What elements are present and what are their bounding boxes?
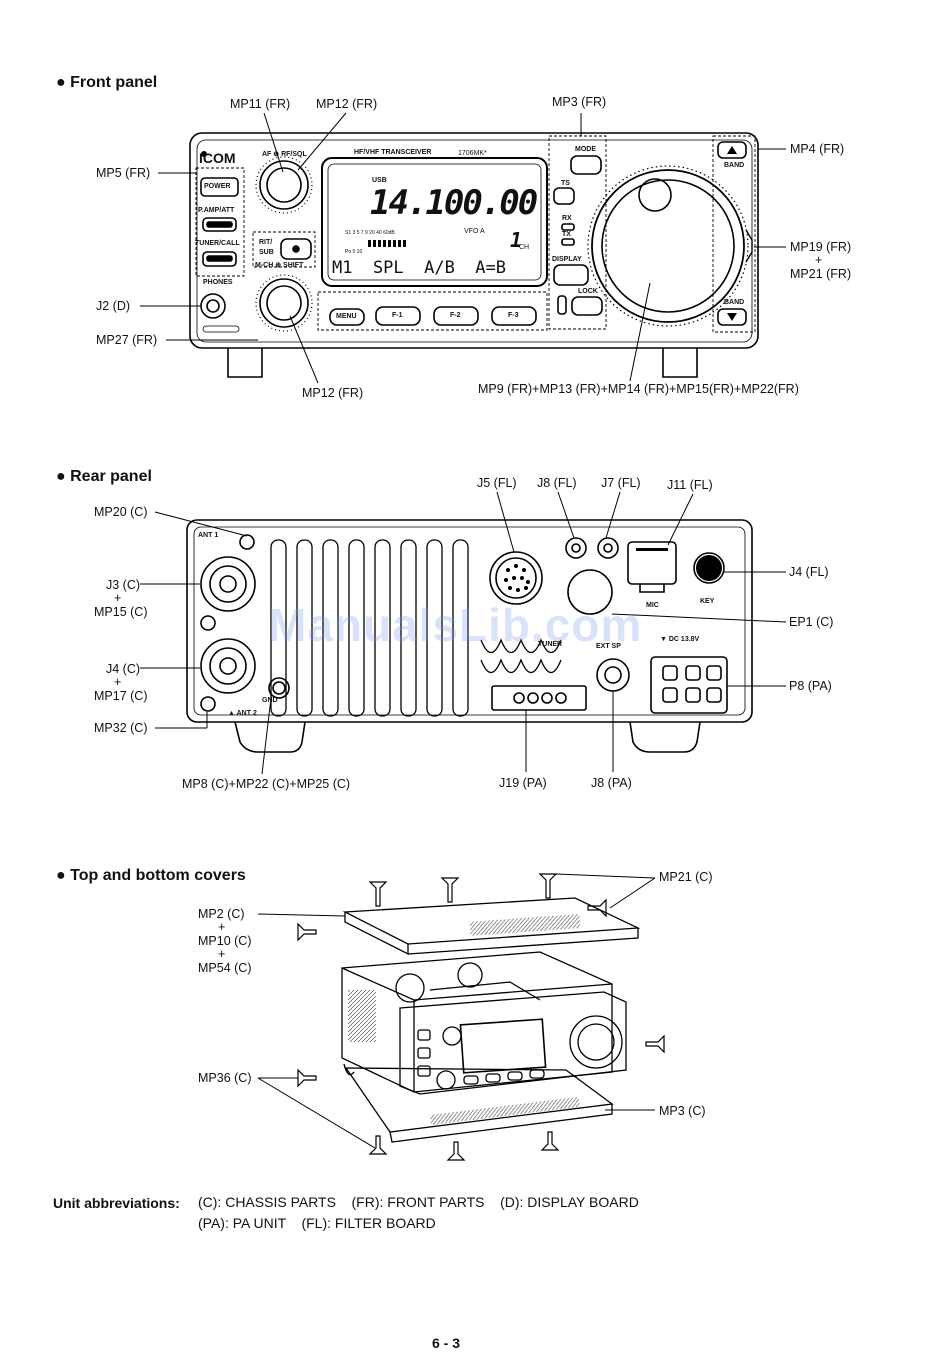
label-p8: P8 (PA) bbox=[789, 679, 832, 693]
rit-label: RIT/ SUB bbox=[259, 239, 274, 256]
menu-button-label: MENU bbox=[336, 313, 357, 320]
band-up-label: BAND bbox=[724, 162, 745, 169]
label-plus-j4: + bbox=[114, 675, 122, 689]
front-leader-lines bbox=[140, 112, 786, 384]
label-mp8-group: MP8 (C)+MP22 (C)+MP25 (C) bbox=[182, 777, 351, 791]
ts-label: TS bbox=[561, 180, 570, 187]
dc-label: ▼ DC 13.8V bbox=[660, 636, 700, 643]
lock-label: LOCK bbox=[578, 288, 598, 295]
label-mp9-group: MP9 (FR)+MP13 (FR)+MP14 (FR)+MP15(FR)+MP… bbox=[478, 382, 799, 396]
page-number: 6 - 3 bbox=[432, 1335, 461, 1351]
tuner-button-label: TUNER/CALL bbox=[195, 240, 240, 247]
label-plus-mp2: + bbox=[218, 920, 226, 934]
f3-button-label: F-3 bbox=[508, 312, 519, 319]
label-mp11: MP11 (FR) bbox=[230, 97, 291, 111]
lcd-meter-scale: S1 3 5 7 9 20 40 60dB bbox=[345, 230, 395, 236]
f2-button-label: F-2 bbox=[450, 312, 461, 319]
label-j5: J5 (FL) bbox=[477, 476, 517, 490]
icom-logo: ICOM bbox=[199, 150, 236, 166]
ant2-label: ▲ ANT 2 bbox=[228, 710, 257, 717]
key-label: KEY bbox=[700, 598, 715, 605]
pamp-button-label: P.AMP/ATT bbox=[198, 207, 235, 214]
covers-drawing bbox=[297, 873, 665, 1161]
knob-af-label: AF ⊕ RF/SQL bbox=[262, 151, 307, 158]
label-plus-fr: + bbox=[815, 253, 823, 267]
tuner-label: TUNER bbox=[538, 641, 563, 648]
lcd-frequency: 14.100.00 bbox=[370, 183, 538, 223]
label-mp36: MP36 (C) bbox=[198, 1071, 252, 1085]
rear-panel-heading: ● Rear panel bbox=[56, 468, 152, 485]
lcd-vfo: VFO A bbox=[464, 228, 485, 235]
label-mp27: MP27 (FR) bbox=[96, 333, 158, 347]
label-j8-fl: J8 (FL) bbox=[537, 476, 577, 490]
front-panel-drawing bbox=[189, 132, 759, 378]
front-panel-glyphs bbox=[201, 146, 737, 321]
lcd-mode: USB bbox=[372, 177, 387, 184]
ant1-label: ANT 1 bbox=[198, 532, 219, 539]
label-mp54: MP54 (C) bbox=[198, 961, 252, 975]
label-mp21-fr: MP21 (FR) bbox=[790, 267, 852, 281]
rear-panel-title: Rear panel bbox=[70, 468, 152, 485]
tx-label: TX bbox=[562, 231, 571, 238]
label-j19: J19 (PA) bbox=[499, 776, 547, 790]
abbreviations-line-1: (C): CHASSIS PARTS (FR): FRONT PARTS (D)… bbox=[198, 1194, 639, 1210]
band-down-label: BAND bbox=[724, 299, 745, 306]
label-j4-fl: J4 (FL) bbox=[789, 565, 829, 579]
label-j3: J3 (C) bbox=[106, 578, 141, 592]
label-plus-mp10: + bbox=[218, 947, 226, 961]
label-j7: J7 (FL) bbox=[601, 476, 641, 490]
label-mp4: MP4 (FR) bbox=[790, 142, 845, 156]
label-ep1: EP1 (C) bbox=[789, 615, 834, 629]
gnd-label: GND bbox=[262, 697, 278, 704]
lcd-channel: 1 bbox=[510, 228, 523, 252]
mode-label: MODE bbox=[575, 146, 596, 153]
knob-mch-label: M-CH ⊕ SHIFT bbox=[255, 262, 304, 269]
label-mp12-top: MP12 (FR) bbox=[316, 97, 378, 111]
f1-button-label: F-1 bbox=[392, 312, 403, 319]
display-label: DISPLAY bbox=[552, 256, 582, 263]
label-mp19: MP19 (FR) bbox=[790, 240, 852, 254]
rear-panel-drawing bbox=[186, 519, 753, 753]
front-panel-heading: ● Front panel bbox=[56, 74, 158, 91]
power-button-label: POWER bbox=[204, 183, 231, 190]
rear-connector-pins bbox=[504, 548, 722, 592]
label-mp3-fr: MP3 (FR) bbox=[552, 95, 607, 109]
label-mp5: MP5 (FR) bbox=[96, 166, 151, 180]
label-mp12-bottom: MP12 (FR) bbox=[302, 386, 364, 400]
rx-label: RX bbox=[562, 215, 572, 222]
label-plus-j3: + bbox=[114, 591, 122, 605]
label-mp2: MP2 (C) bbox=[198, 907, 245, 921]
label-j11: J11 (FL) bbox=[667, 478, 713, 492]
phones-label: PHONES bbox=[203, 279, 233, 286]
covers-title: Top and bottom covers bbox=[70, 867, 246, 884]
label-mp15: MP15 (C) bbox=[94, 605, 148, 619]
label-mp3-c: MP3 (C) bbox=[659, 1104, 706, 1118]
watermark: ManualsLib.com bbox=[268, 599, 643, 651]
covers-leader-lines bbox=[257, 873, 656, 1149]
label-mp10: MP10 (C) bbox=[198, 934, 252, 948]
label-mp32: MP32 (C) bbox=[94, 721, 148, 735]
lcd-ch: CH bbox=[519, 244, 530, 251]
abbreviations-line-2: (PA): PA UNIT (FL): FILTER BOARD bbox=[198, 1215, 436, 1231]
label-mp17: MP17 (C) bbox=[94, 689, 148, 703]
label-j4-c: J4 (C) bbox=[106, 662, 141, 676]
mic-label: MIC bbox=[646, 602, 659, 609]
ext-sp-label: EXT SP bbox=[596, 643, 621, 650]
covers-heading: ● Top and bottom covers bbox=[56, 867, 246, 884]
label-j2: J2 (D) bbox=[96, 299, 131, 313]
label-j8-pa: J8 (PA) bbox=[591, 776, 632, 790]
lcd-menu-row: M1 SPL A/B A=B bbox=[332, 258, 506, 278]
rear-leader-lines bbox=[140, 491, 787, 775]
front-panel-title: Front panel bbox=[70, 74, 158, 91]
abbreviations-title: Unit abbreviations: bbox=[53, 1195, 180, 1211]
model-code: 1706MK* bbox=[458, 150, 487, 157]
label-mp20: MP20 (C) bbox=[94, 505, 148, 519]
model-name: HF/VHF TRANSCEIVER bbox=[354, 149, 432, 156]
lcd-meter-scale-po: Po 5 10 bbox=[345, 249, 363, 255]
label-mp21-c: MP21 (C) bbox=[659, 870, 713, 884]
